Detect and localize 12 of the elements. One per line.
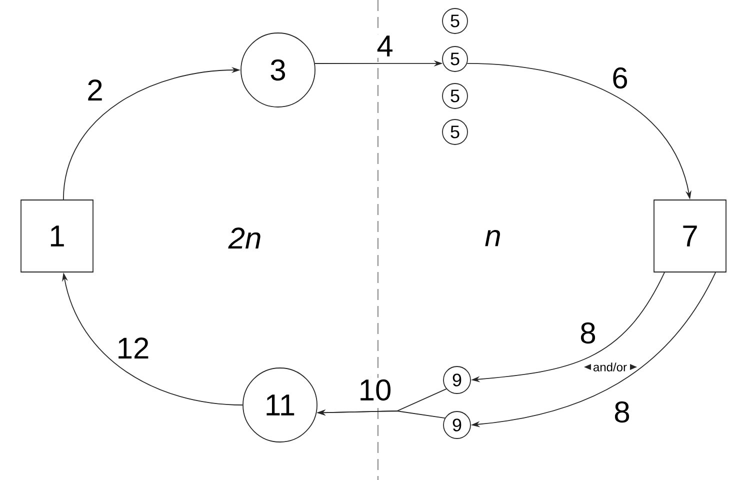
- region-label: 2n: [228, 228, 260, 248]
- edge-label: 6: [610, 66, 630, 90]
- edge-label: 8: [612, 400, 632, 424]
- edge-label: 8: [578, 320, 598, 346]
- numbered-box: 7: [654, 200, 726, 272]
- edge-label: 10: [356, 378, 394, 402]
- edge-label: 12: [114, 336, 152, 360]
- numbered-box: 1: [20, 200, 94, 272]
- edge-label: 4: [375, 34, 395, 58]
- edge-label: 2: [85, 78, 105, 102]
- region-label: n: [485, 230, 500, 246]
- note-text: and/or: [594, 362, 627, 372]
